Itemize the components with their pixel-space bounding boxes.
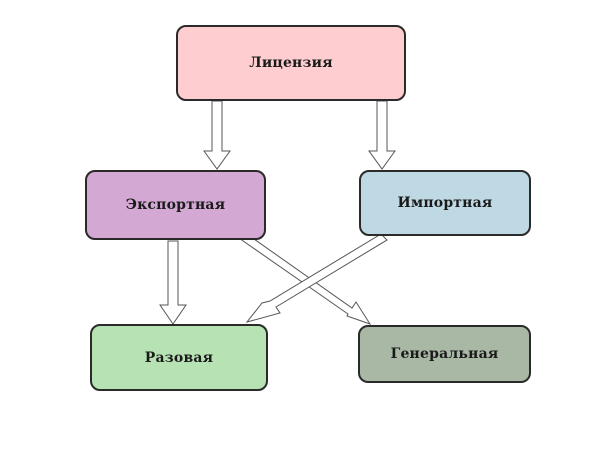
arrow-export-to-general xyxy=(235,231,372,325)
node-export-label: Экспортная xyxy=(125,197,226,213)
node-export: Экспортная xyxy=(85,170,266,240)
arrow-import-to-single xyxy=(245,233,388,323)
node-general-label: Генеральная xyxy=(390,346,499,362)
node-single-label: Разовая xyxy=(144,349,214,366)
node-license: Лицензия xyxy=(176,25,406,101)
arrow-license-to-export xyxy=(203,100,231,170)
node-single: Разовая xyxy=(90,324,268,391)
node-general: Генеральная xyxy=(358,325,531,383)
node-import: Импортная xyxy=(359,170,531,236)
node-import-label: Импортная xyxy=(397,195,493,211)
arrow-license-to-import xyxy=(368,100,396,170)
arrow-export-to-single xyxy=(159,240,187,325)
node-license-label: Лицензия xyxy=(249,55,333,71)
edges-layer xyxy=(159,100,396,325)
